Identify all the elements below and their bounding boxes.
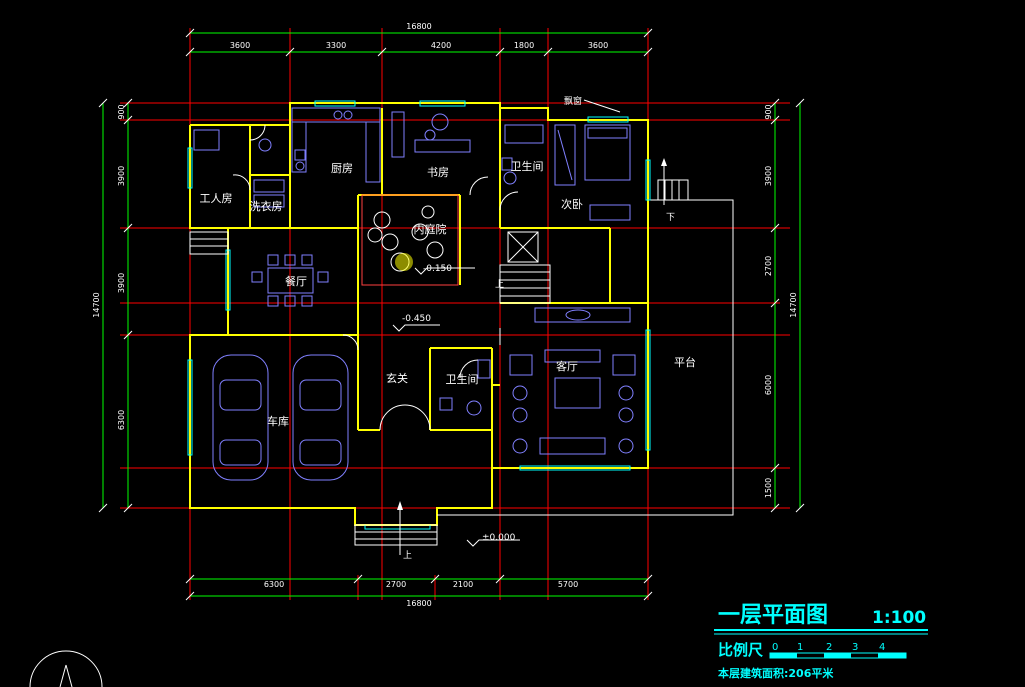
scale-tick-2: 2 [826, 642, 832, 653]
dim-right-2: 3900 [764, 166, 773, 186]
windows [187, 100, 651, 530]
room-garage: 车库 [267, 414, 289, 428]
room-foyer: 玄关 [386, 371, 408, 385]
dim-bottom-total: 16800 [406, 599, 431, 608]
dim-right-3: 2700 [764, 256, 773, 276]
room-dining: 餐厅 [285, 274, 307, 288]
dim-top-4: 1800 [514, 41, 534, 50]
bay-window-label: 飘窗 [564, 95, 582, 107]
dim-top-1: 3600 [230, 41, 250, 50]
scale-tick-4: 4 [879, 642, 885, 653]
dim-bottom-3: 2100 [453, 580, 473, 589]
terrace-down-label: 下 [666, 213, 675, 223]
scale-bar-label: 比例尺 [718, 641, 763, 659]
axis-grid [120, 28, 790, 600]
dim-left-2: 3900 [117, 166, 126, 186]
dim-right-4: 6000 [764, 375, 773, 395]
dim-right-5: 1500 [764, 478, 773, 498]
level-corridor: -0.450 [402, 314, 431, 324]
courtyard-outline [361, 194, 459, 286]
dim-left-4: 6300 [117, 410, 126, 430]
room-bath-lower: 卫生间 [446, 372, 479, 386]
room-study: 书房 [427, 166, 449, 179]
room-servant: 工人房 [200, 192, 233, 205]
stairs [189, 162, 689, 555]
courtyard-plants [367, 205, 444, 272]
dim-top-5: 3600 [588, 41, 608, 50]
room-courtyard: 内庭院 [414, 222, 447, 236]
dim-left-3: 3900 [117, 273, 126, 293]
dim-right-1: 900 [764, 104, 773, 119]
room-kitchen: 厨房 [331, 162, 353, 175]
courtyard-shrub [395, 253, 413, 271]
dim-top-2: 3300 [326, 41, 346, 50]
entrance-up-label: 上 [403, 550, 412, 561]
dim-top-3: 4200 [431, 41, 451, 50]
dim-right-total: 14700 [789, 292, 798, 317]
dim-bottom-2: 2700 [386, 580, 406, 589]
stair-up-label: 上 [495, 279, 504, 290]
level-entrance: ±0.000 [482, 533, 516, 543]
terrace-outline [437, 199, 734, 516]
dim-left-1: 900 [117, 104, 126, 119]
drawing-title: 一层平面图 [718, 603, 828, 628]
level-courtyard: -0.150 [423, 264, 452, 274]
room-living: 客厅 [556, 359, 578, 373]
scale-tick-3: 3 [852, 642, 858, 653]
scale-tick-0: 0 [772, 642, 778, 653]
floor-area-note: 本层建筑面积:206平米 [718, 666, 834, 680]
room-laundry: 洗衣房 [250, 199, 283, 213]
drawing-scale: 1:100 [872, 608, 926, 628]
bay-window-leader [583, 99, 621, 113]
scale-bar: 0 1 2 3 4 [769, 642, 907, 659]
dimension-labels: 16800 3600 3300 4200 1800 3600 6300 2700… [92, 22, 798, 608]
room-bath-upper: 卫生间 [511, 159, 544, 173]
room-labels: 工人房 洗衣房 厨房 书房 卫生间 次卧 内庭院 餐厅 车库 玄关 卫生间 客厅… [200, 159, 697, 428]
dimension-lines [98, 28, 805, 601]
furniture [193, 107, 636, 481]
level-marks [392, 267, 520, 547]
scale-tick-1: 1 [797, 642, 803, 653]
dim-bottom-4: 5700 [558, 580, 578, 589]
dim-bottom-1: 6300 [264, 580, 284, 589]
room-terrace: 平台 [674, 355, 696, 369]
dim-top-total: 16800 [406, 22, 431, 31]
dim-left-total: 14700 [92, 292, 101, 317]
stair-arrows [397, 158, 667, 510]
doors [232, 124, 519, 431]
room-bedroom: 次卧 [561, 197, 583, 211]
north-arrow [29, 650, 103, 687]
